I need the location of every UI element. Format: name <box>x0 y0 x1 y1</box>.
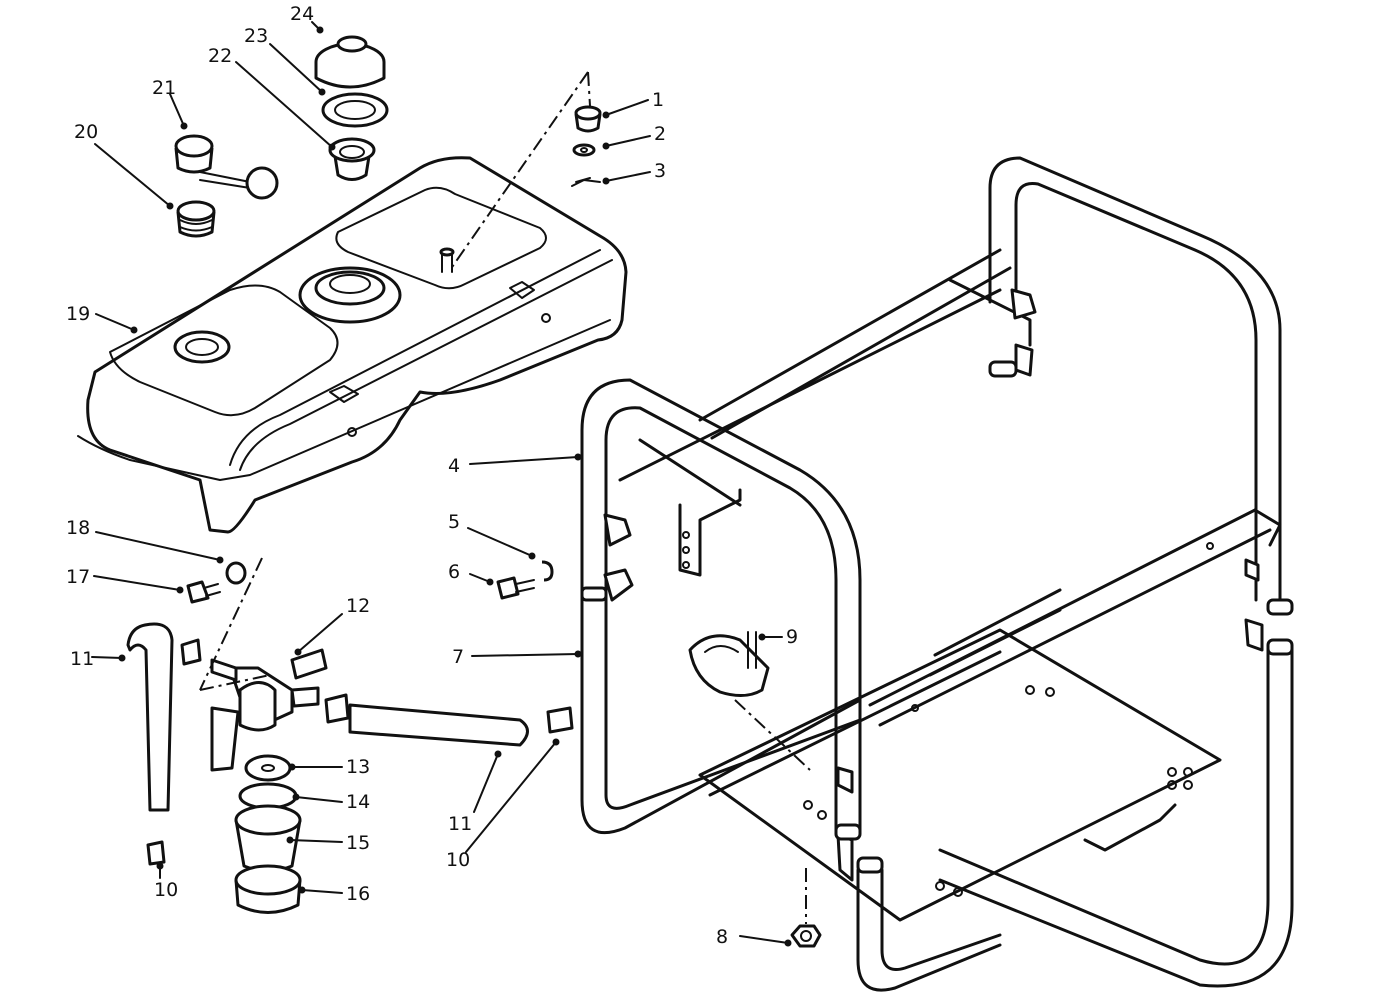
bolt-parts-5-6 <box>496 560 554 600</box>
callout-12: 12 <box>346 595 370 617</box>
callout-5: 5 <box>448 511 460 533</box>
callout-8: 8 <box>716 926 728 948</box>
callout-1: 1 <box>652 89 664 111</box>
callout-16: 16 <box>346 883 370 905</box>
callout-6: 6 <box>448 561 460 583</box>
callout-13: 13 <box>346 756 370 778</box>
guide-line <box>199 557 263 691</box>
callout-2: 2 <box>654 123 666 145</box>
guide-line <box>734 699 811 771</box>
callout-10b: 10 <box>446 849 470 871</box>
callout-11b: 11 <box>448 813 472 835</box>
callout-10a: 10 <box>154 879 178 901</box>
callout-18: 18 <box>66 517 90 539</box>
tank-bolt <box>439 247 455 273</box>
rubber-mount <box>688 631 770 697</box>
nut <box>790 924 822 948</box>
guide-line <box>587 71 591 107</box>
callouts: 1 2 3 4 5 6 7 8 9 10 10 11 11 <box>66 3 798 948</box>
callout-24: 24 <box>290 3 314 25</box>
guide-line <box>199 674 271 691</box>
callout-15: 15 <box>346 832 370 854</box>
callout-4: 4 <box>448 455 460 477</box>
callout-14: 14 <box>346 791 370 813</box>
fuel-cock <box>126 561 574 914</box>
callout-21: 21 <box>152 77 176 99</box>
callout-20: 20 <box>74 121 98 143</box>
frame <box>580 156 1294 992</box>
callout-23: 23 <box>244 25 268 47</box>
cap-assembly <box>174 35 389 238</box>
callout-19: 19 <box>66 303 90 325</box>
callout-7: 7 <box>452 646 464 668</box>
guide-line <box>449 71 589 271</box>
callout-17: 17 <box>66 566 90 588</box>
callout-22: 22 <box>208 45 232 67</box>
callout-11a: 11 <box>70 648 94 670</box>
bolt-parts-1-3 <box>571 105 602 187</box>
callout-3: 3 <box>654 160 666 182</box>
callout-9: 9 <box>786 626 798 648</box>
fuel-tank <box>77 156 628 534</box>
